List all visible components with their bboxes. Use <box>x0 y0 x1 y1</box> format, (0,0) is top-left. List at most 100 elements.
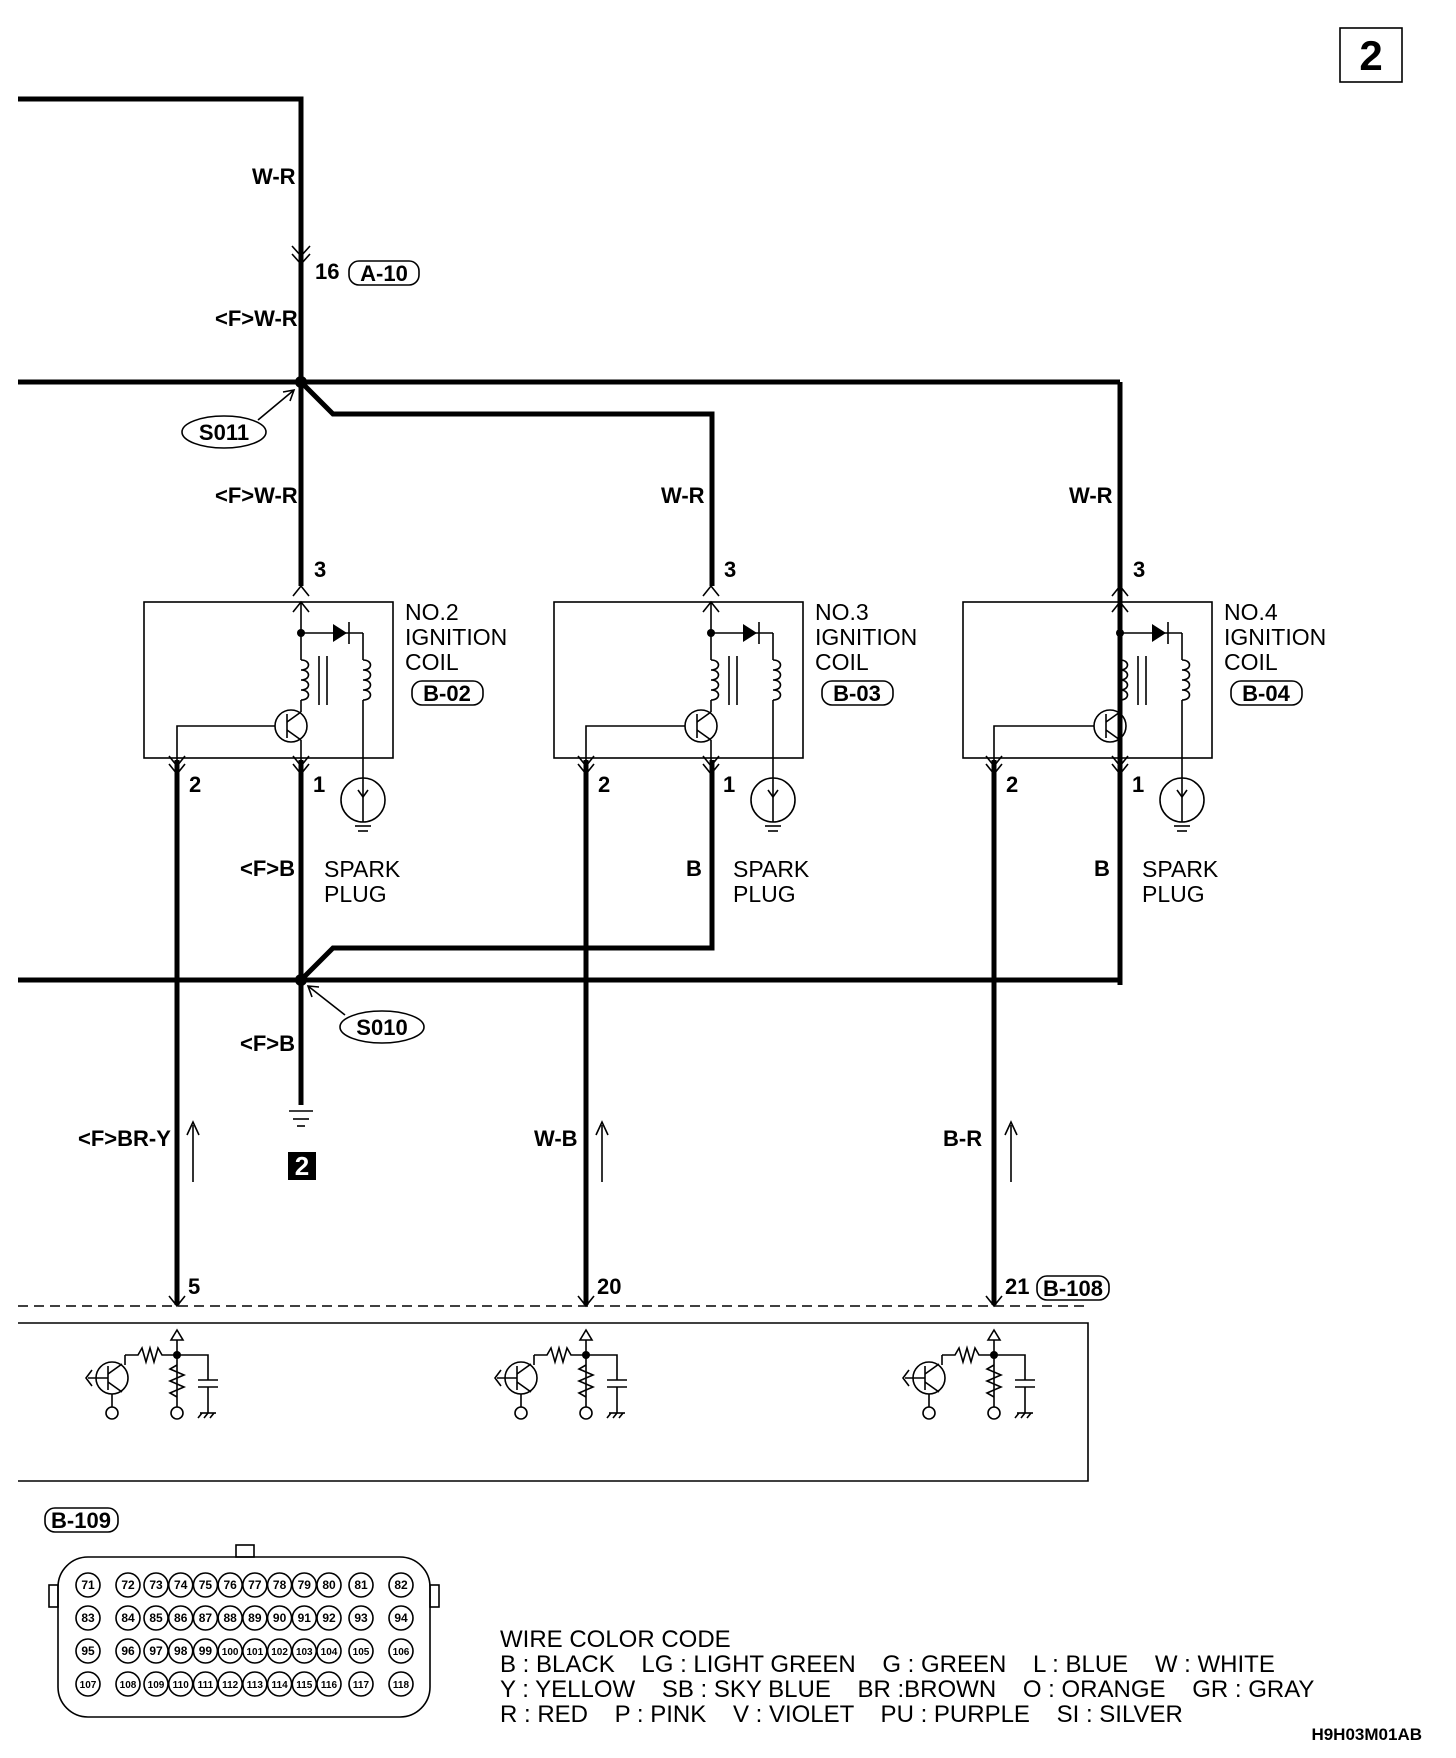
coil3-plug-line1: SPARK <box>1142 856 1219 882</box>
wire-label-coil3-ground: B <box>686 856 702 881</box>
connector-pin-label: 103 <box>296 1647 313 1658</box>
connector-pin <box>115 1572 141 1598</box>
coil3-name-line1: NO.4 <box>1224 599 1278 625</box>
ecu-input-circuit-1 <box>85 1328 218 1420</box>
connector-arrow-a10 <box>291 245 311 258</box>
wire-label-sig1: <F>BR-Y <box>78 1126 171 1151</box>
connector-b04-box <box>1230 680 1303 706</box>
connector-pin <box>115 1671 141 1697</box>
coil1-pin-left: 2 <box>189 772 201 797</box>
splice-s010-label: S010 <box>356 1015 407 1040</box>
ecu-pin-3: 21 <box>1005 1274 1029 1299</box>
ground-symbol <box>289 1110 313 1127</box>
legend-line1: B : BLACK LG : LIGHT GREEN G : GREEN L :… <box>500 1651 1275 1678</box>
wire-label-coil4-ground: B <box>1094 856 1110 881</box>
coil3-pin-top: 3 <box>1133 557 1145 582</box>
legend-title: WIRE COLOR CODE <box>500 1626 731 1653</box>
connector-pin <box>115 1605 141 1631</box>
connector-pin-label: 87 <box>199 1611 213 1625</box>
legend-line2: Y : YELLOW SB : SKY BLUE BR :BROWN O : O… <box>500 1676 1314 1703</box>
connector-pin-label: 84 <box>121 1611 135 1625</box>
connector-pin-label: 86 <box>174 1611 188 1625</box>
wire-label-f-wr-upper: <F>W-R <box>215 306 298 331</box>
connector-pin <box>388 1572 414 1598</box>
connector-pin-label: 98 <box>174 1644 188 1658</box>
connector-pin <box>316 1572 342 1598</box>
connector-pin-label: 111 <box>198 1680 214 1691</box>
connector-pin-label: 118 <box>393 1680 410 1691</box>
connector-pin-label: 82 <box>394 1578 408 1592</box>
connector-b03-box <box>821 680 894 706</box>
connector-pin <box>115 1638 141 1664</box>
connector-pin-label: 91 <box>298 1611 312 1625</box>
connector-b109-label: B-109 <box>51 1508 111 1533</box>
connector-pin-label: 94 <box>394 1611 408 1625</box>
connector-pin-label: 74 <box>174 1578 188 1592</box>
coil3-pin-left: 2 <box>1006 772 1018 797</box>
coil1-name-line2: IGNITION <box>405 624 507 650</box>
coil1-name-line1: NO.2 <box>405 599 459 625</box>
connector-pin-label: 78 <box>273 1578 287 1592</box>
connector-pin-label: 107 <box>80 1680 97 1691</box>
page-number-box <box>1339 27 1403 83</box>
connector-pin-label: 115 <box>296 1680 313 1691</box>
page-number: 2 <box>1359 32 1382 79</box>
coil2-pin-right: 1 <box>723 772 735 797</box>
connector-pin-label: 112 <box>222 1680 239 1691</box>
connector-b108-box <box>1036 1275 1110 1301</box>
coil2-plug-line2: PLUG <box>733 881 796 907</box>
ground-coil3 <box>299 760 715 982</box>
ground-ref-label: 2 <box>295 1151 309 1181</box>
connector-pin <box>316 1671 342 1697</box>
signal-arrow-1 <box>186 1120 200 1182</box>
connector-pin-label: 71 <box>81 1578 95 1592</box>
ecu-input-circuit-3 <box>902 1328 1035 1420</box>
connector-pin-label: 81 <box>354 1578 368 1592</box>
wire-label-sig3: B-R <box>943 1126 982 1151</box>
connector-pin <box>348 1638 374 1664</box>
connector-pin <box>348 1605 374 1631</box>
legend-line3: R : RED P : PINK V : VIOLET PU : PURPLE … <box>500 1701 1183 1728</box>
connector-pin-label: 100 <box>222 1647 239 1658</box>
connector-pin-label: 76 <box>223 1578 237 1592</box>
coil2-plug-line1: SPARK <box>733 856 810 882</box>
connector-pin-label: 79 <box>298 1578 312 1592</box>
wire-label-sig2: W-B <box>534 1126 578 1151</box>
connector-pin-label: 75 <box>199 1578 213 1592</box>
coil1-pin-top: 3 <box>314 557 326 582</box>
connector-pin <box>75 1572 101 1598</box>
connector-pin-label: 80 <box>322 1578 336 1592</box>
splice-s011-oval <box>181 415 267 449</box>
ecu-pin-1: 5 <box>188 1274 200 1299</box>
coil3-plug-line2: PLUG <box>1142 881 1205 907</box>
ecu-input-circuit-2 <box>494 1328 627 1420</box>
a10-pin-label: 16 <box>315 259 339 284</box>
connector-pin-label: 77 <box>248 1578 262 1592</box>
ignition-coil-no3 <box>553 584 804 832</box>
connector-pin-label: 109 <box>148 1680 165 1691</box>
connector-pin-label: 117 <box>353 1680 370 1691</box>
connector-pin-label: 72 <box>121 1578 135 1592</box>
signal-arrow-2 <box>595 1120 609 1182</box>
connector-pin-label: 114 <box>272 1680 289 1691</box>
connector-pin-label: 116 <box>321 1680 338 1691</box>
coil3-name-line3: COIL <box>1224 649 1278 675</box>
connector-pin <box>348 1572 374 1598</box>
connector-pin-label: 95 <box>81 1644 95 1658</box>
connector-pin-label: 73 <box>149 1578 163 1592</box>
ecu-box <box>18 1322 1089 1482</box>
wire-label-coil2-ground: <F>B <box>240 856 295 881</box>
connector-pin-label: 83 <box>81 1611 95 1625</box>
ignition-coil-no2 <box>143 584 394 832</box>
wire-label-f-wr-lower: <F>W-R <box>215 483 298 508</box>
connector-b108-label: B-108 <box>1043 1276 1103 1301</box>
ground-ref-box <box>288 1152 316 1180</box>
connector-b109-face <box>48 1544 440 1718</box>
coil1-pin-right: 1 <box>313 772 325 797</box>
figure-code: H9H03M01AB <box>1311 1725 1422 1744</box>
connector-pin <box>388 1638 414 1664</box>
signal-arrow-3 <box>1004 1120 1018 1182</box>
connector-b02-box <box>411 680 484 706</box>
wire-label-top: W-R <box>252 164 296 189</box>
